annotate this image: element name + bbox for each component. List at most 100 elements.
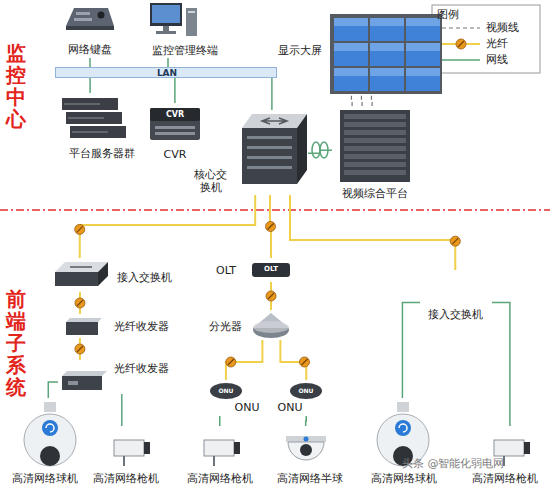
net-cable [402, 302, 420, 398]
fiber-connector-dot [75, 224, 85, 234]
legend-sample [442, 27, 480, 28]
net-cable [121, 394, 123, 426]
fiber-cable [226, 340, 262, 380]
device-text: OLT [216, 264, 236, 277]
bullet-camera-icon [494, 440, 524, 456]
video-platform-icon [340, 110, 410, 182]
access-switch-icon [55, 272, 98, 286]
core-switch-icon [242, 114, 307, 128]
fiber-transceiver-icon [66, 318, 102, 322]
fiber-connector-dot [450, 236, 460, 246]
server-group-icon [64, 104, 100, 105]
fiber-connector-dot [75, 224, 85, 234]
core-switch-icon [242, 128, 297, 184]
cable-loops [312, 142, 320, 158]
speed-dome-camera-icon [399, 424, 407, 432]
bullet-camera-icon [234, 442, 240, 454]
mini-dome-camera-icon [286, 436, 326, 460]
fiber-connector-dot [450, 236, 460, 246]
device-label: 高清网络枪机 [93, 472, 159, 485]
device-text: CVR [166, 110, 184, 120]
fiber-transceiver-icon [68, 381, 78, 385]
onu-device-icon [290, 383, 322, 399]
onu-node: ONUONU [276, 380, 324, 416]
device-label: 光纤收发器 [114, 320, 169, 333]
splitter-node: 分光器 [203, 310, 293, 340]
fiber-connector-dot [268, 224, 274, 230]
speed-dome-camera-icon [397, 402, 409, 412]
legend-frame [432, 5, 540, 73]
splitter-icon [253, 313, 289, 338]
fiber-transceiver-icon [62, 371, 107, 376]
server-group-icon [68, 118, 104, 119]
fiber-connector-dot [226, 357, 236, 367]
fiber-connector-dot [299, 357, 309, 367]
device-text: ONU [219, 387, 234, 395]
keyboard-icon [66, 8, 114, 26]
access-switch-icon [98, 262, 108, 286]
mini-dome-camera-icon [286, 436, 326, 442]
net-cable [219, 416, 221, 426]
video-platform-node: 视频综合平台 [332, 106, 418, 202]
mini-dome-camera-icon [288, 442, 324, 460]
cvr-device-icon [155, 126, 195, 129]
fiber-connector-dot [77, 226, 83, 232]
net-cable [174, 78, 176, 103]
net-cable [271, 78, 273, 110]
fiber-connector-dot [266, 222, 276, 232]
video-cable [351, 94, 372, 106]
keyboard-icon [66, 26, 114, 30]
computer-icon [150, 3, 197, 36]
device-label: 接入交换机 [428, 308, 483, 321]
net-cable [89, 78, 91, 93]
splitter-icon [253, 321, 289, 333]
cvr-device-icon [150, 108, 200, 140]
bullet-camera-icon [123, 456, 125, 466]
fiber-connector-dot [226, 357, 236, 367]
cvr-device-icon [155, 132, 195, 135]
onu-node: ONUONU [208, 380, 264, 416]
terminal-node: 监控管理终端 [135, 0, 235, 58]
keyboard-icon [76, 12, 90, 15]
device-label: 接入交换机 [117, 271, 172, 284]
fiber-connector-dot [75, 298, 85, 308]
legend-text: 网线 [486, 53, 508, 66]
onu-device-icon [210, 383, 322, 399]
device-label: 网络键盘 [68, 43, 112, 56]
bullet-camera-icon [213, 456, 215, 466]
splitter-icon [253, 322, 289, 338]
video-wall-node: 显示大屏 [272, 12, 444, 94]
video-wall-icon [330, 14, 442, 94]
section-divider [0, 209, 550, 211]
video-platform-icon [340, 110, 410, 182]
net-cable [48, 382, 58, 398]
video-wall-icon [333, 17, 441, 92]
access-switch-node: 接入交换机 [420, 270, 492, 324]
keyboard-icon [66, 8, 114, 30]
computer-icon [156, 31, 176, 34]
cvr-node: CVRCVR [145, 103, 207, 162]
section-divider [0, 210, 550, 211]
server-group-icon [62, 98, 126, 138]
fiber-connector-dot [77, 346, 83, 352]
device-label: 高清网络半球 [277, 472, 343, 485]
core-switch-icon [247, 146, 292, 149]
server-group-icon [62, 98, 118, 110]
device-label: 平台服务器群 [69, 147, 135, 160]
net-cable [308, 150, 332, 153]
fiber-transceiver-icon [62, 318, 107, 390]
section-title: 监控中心 [6, 42, 26, 130]
cvr-device-icon [150, 108, 200, 140]
speed-dome-camera-icon [46, 424, 54, 432]
fiber-connector-dot [456, 39, 466, 49]
net-cable [89, 58, 91, 67]
keyboard-node: 网络键盘 [58, 4, 122, 58]
legend-frame [432, 5, 540, 73]
fiber-dots [75, 222, 461, 368]
olt-device-icon [252, 263, 290, 277]
camera-node: 高清网络枪机 [87, 426, 165, 488]
core-switch-icon [262, 118, 287, 124]
net-cable [167, 58, 169, 67]
speed-dome-camera-icon [44, 402, 56, 412]
device-label: 高清网络球机 [371, 472, 437, 485]
